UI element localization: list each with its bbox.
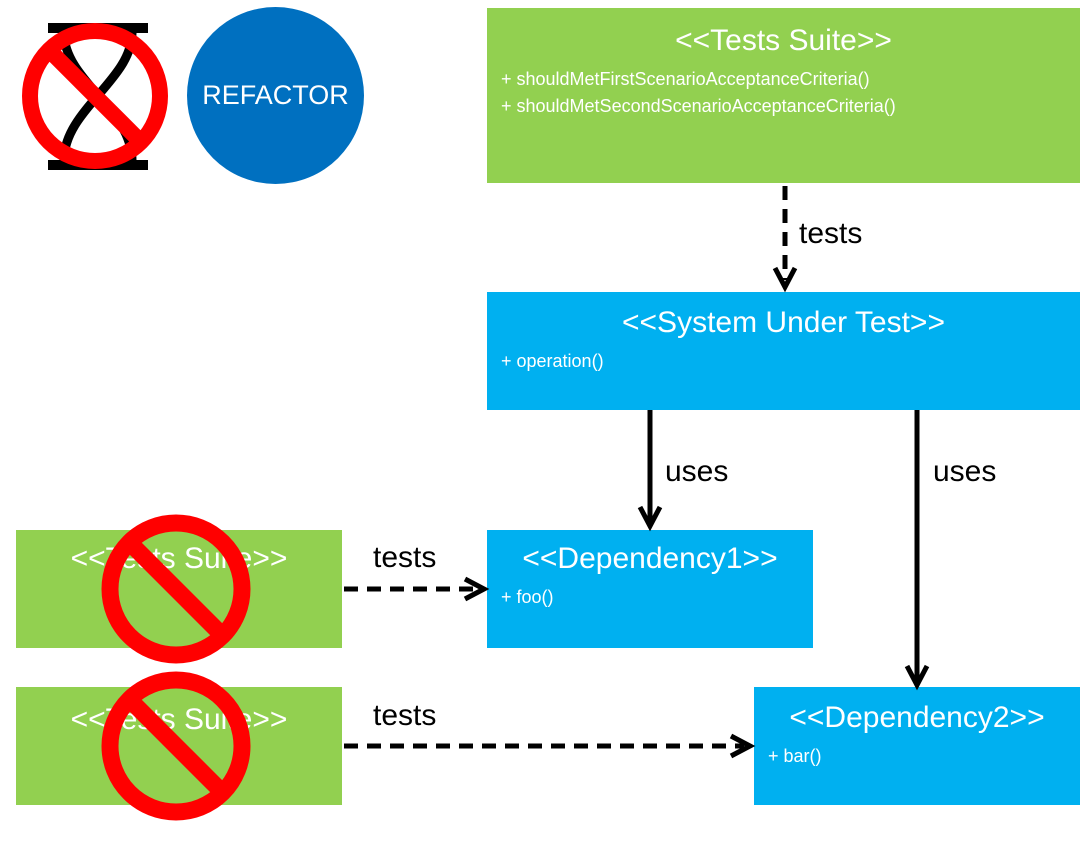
method-second-scenario: + shouldMetSecondScenarioAcceptanceCrite… bbox=[501, 96, 896, 116]
no-waiting-icon bbox=[22, 23, 168, 170]
tests-suite-title: <<Tests Suite>> bbox=[675, 24, 892, 57]
sut-operation-method: + operation() bbox=[501, 351, 604, 371]
edge-label-tests-dep1: tests bbox=[373, 541, 437, 574]
arrow-sut-to-dep2 bbox=[904, 410, 930, 691]
dependency1-foo-method: + foo() bbox=[501, 587, 554, 607]
system-under-test: <<System Under Test>> + operation() bbox=[487, 292, 1080, 410]
edge-label-tests-dep2: tests bbox=[373, 699, 437, 732]
arrow-sut-to-dep1 bbox=[637, 410, 663, 532]
dependency1-title: <<Dependency1>> bbox=[522, 542, 778, 575]
arrow-suite1-to-dep1 bbox=[344, 576, 490, 602]
prohibited-icon bbox=[22, 23, 168, 169]
edge-label-uses-dep2: uses bbox=[933, 455, 997, 488]
arrow-suite2-to-dep2 bbox=[344, 733, 756, 759]
dependency1: <<Dependency1>> + foo() bbox=[487, 530, 813, 648]
prohibited-icon bbox=[101, 671, 251, 821]
sut-title: <<System Under Test>> bbox=[622, 306, 945, 339]
refactor-badge: REFACTOR bbox=[187, 7, 364, 184]
tests-suite-main: <<Tests Suite>> + shouldMetFirstScenario… bbox=[487, 8, 1080, 183]
dependency2-title: <<Dependency2>> bbox=[789, 701, 1045, 734]
prohibited-icon bbox=[101, 514, 251, 664]
refactor-label: REFACTOR bbox=[202, 80, 349, 110]
arrow-suite-to-sut bbox=[772, 186, 798, 293]
edge-label-tests: tests bbox=[799, 217, 863, 250]
method-first-scenario: + shouldMetFirstScenarioAcceptanceCriter… bbox=[501, 69, 870, 89]
dependency2: <<Dependency2>> + bar() bbox=[754, 687, 1080, 805]
dependency2-bar-method: + bar() bbox=[768, 746, 822, 766]
edge-label-uses-dep1: uses bbox=[665, 455, 729, 488]
